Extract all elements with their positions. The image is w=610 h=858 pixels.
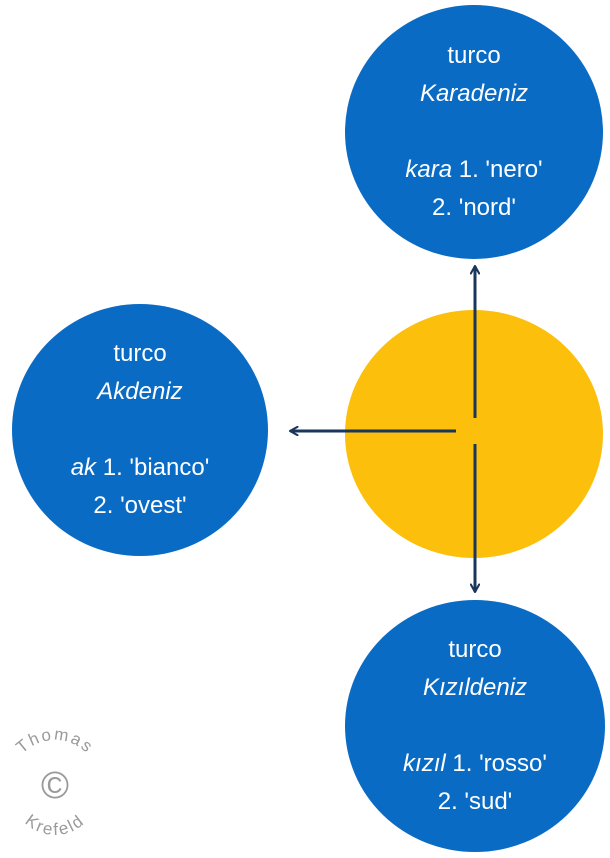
karadeniz-meaning-2: 2. 'nord' [432,194,516,221]
karadeniz-language: turco [447,42,501,69]
kizildeniz-meaning-1: 1. 'rosso' [452,750,547,777]
center-circle [345,310,603,558]
karadeniz-meaning-1: 1. 'nero' [458,156,543,183]
kizildeniz-word: kızıl [403,750,446,777]
akdeniz-language: turco [113,340,167,367]
akdeniz-meaning-1: 1. 'bianco' [102,454,210,481]
watermark-symbol: © [41,765,69,807]
kizildeniz-name: Kızıldeniz [422,674,528,701]
circle-kizildeniz: turco Kızıldeniz kızıl 1. 'rosso' 2. 'su… [345,600,605,852]
watermark-last-name: Krefeld [22,811,89,840]
karadeniz-meaning-line: kara 1. 'nero' [405,151,542,189]
akdeniz-meaning-2: 2. 'ovest' [93,492,187,519]
akdeniz-word: ak [70,454,97,481]
circle-karadeniz: turco Karadeniz kara 1. 'nero' 2. 'nord' [345,5,603,259]
akdeniz-meaning-line: ak 1. 'bianco' [71,449,210,487]
kizildeniz-language: turco [448,636,502,663]
kizildeniz-meaning-2: 2. 'sud' [437,788,513,815]
kizildeniz-meaning-line: kızıl 1. 'rosso' [403,745,547,783]
watermark-first-name: Thomas [12,730,97,757]
karadeniz-word: kara [405,156,453,183]
akdeniz-name: Akdeniz [97,378,183,405]
copyright-watermark: Thomas © Krefeld [12,730,97,840]
circle-akdeniz: turco Akdeniz ak 1. 'bianco' 2. 'ovest' [12,304,268,556]
karadeniz-name: Karadeniz [419,80,529,107]
